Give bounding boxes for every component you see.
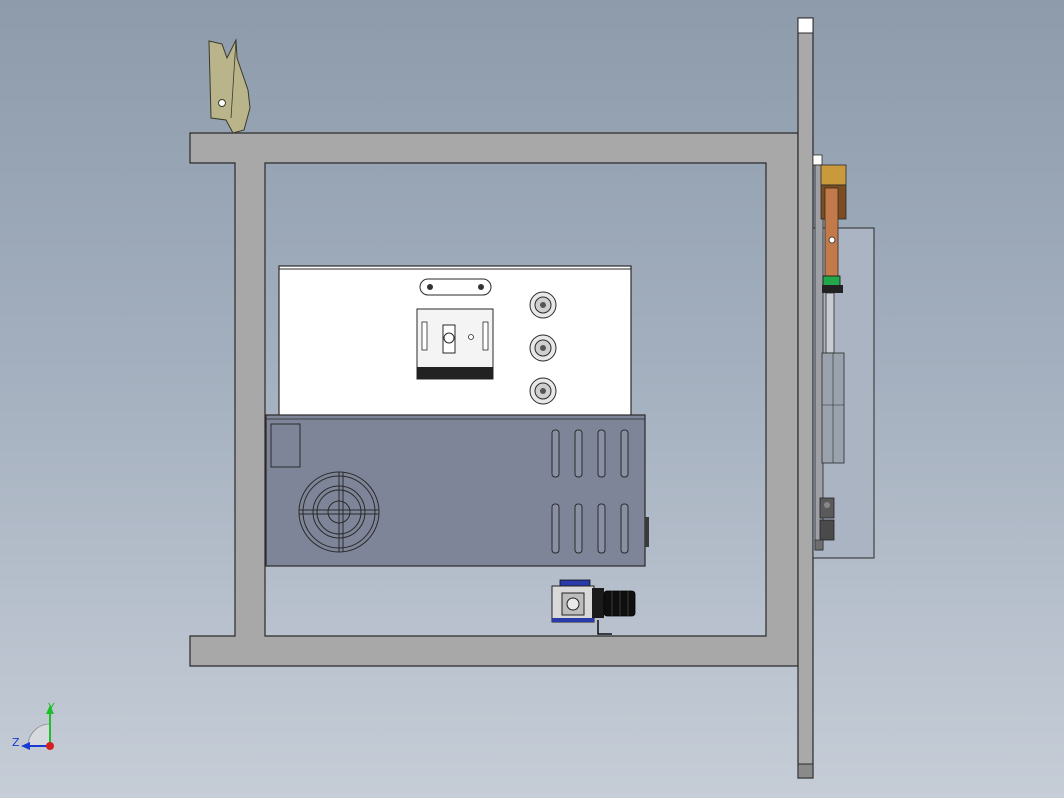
terminal-cover <box>270 423 301 468</box>
cooling-fan <box>298 471 380 553</box>
rotary-switch <box>416 308 494 380</box>
power-supply <box>265 414 649 567</box>
coordinate-triad: Y Z <box>12 701 55 750</box>
vent-slots <box>551 429 629 554</box>
y-axis-label: Y <box>47 701 55 714</box>
z-axis-label: Z <box>12 736 20 749</box>
spring-clip <box>208 38 251 134</box>
handle-slot <box>419 278 492 296</box>
vertical-back-plate <box>797 17 814 779</box>
side-terminal-assembly <box>812 154 875 559</box>
toggle-knob-2 <box>529 334 557 362</box>
air-valve <box>551 579 636 635</box>
switch-panel <box>278 265 632 417</box>
copper-busbar <box>820 164 847 293</box>
toggle-knob-3 <box>529 377 557 405</box>
toggle-knob-1 <box>529 291 557 319</box>
